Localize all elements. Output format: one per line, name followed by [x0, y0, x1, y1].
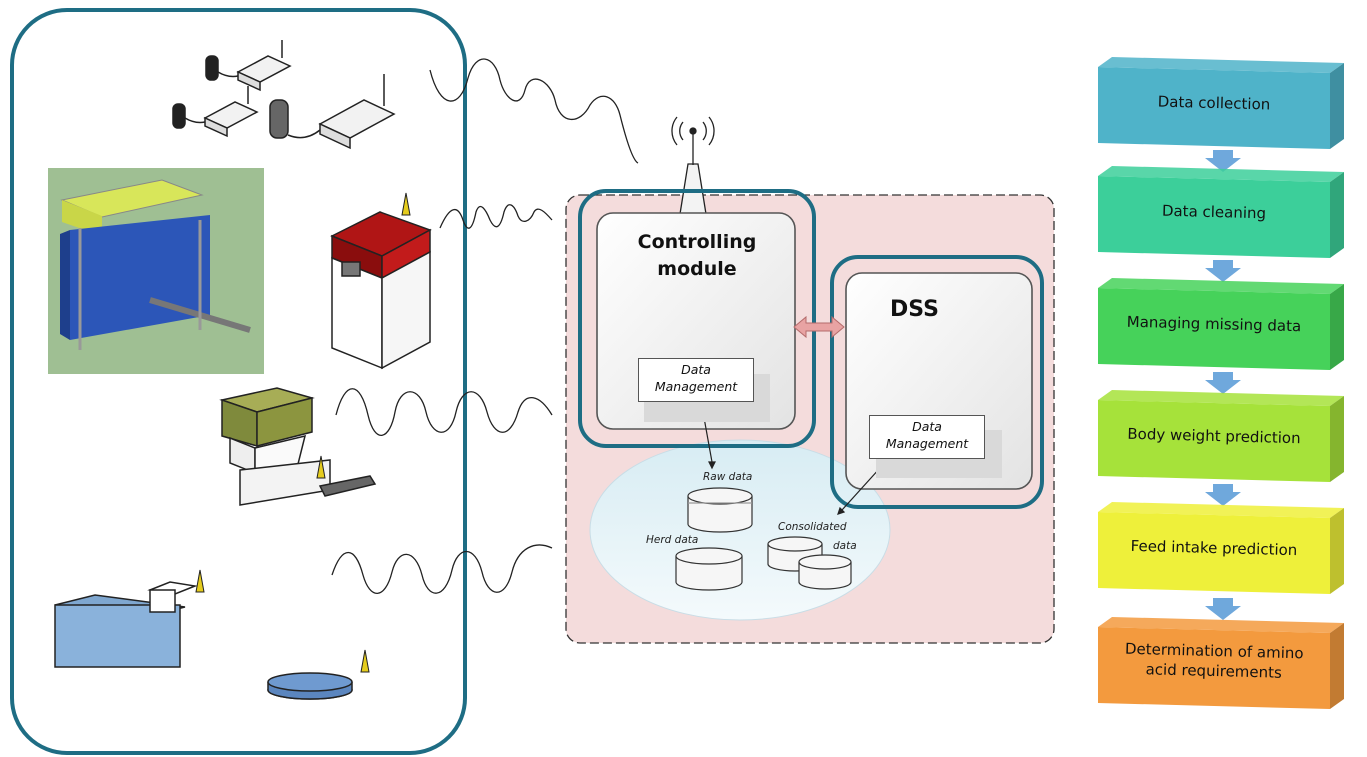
raw-data-label: Raw data [703, 471, 753, 483]
weighing-plate-icon [267, 672, 353, 700]
consolidated-label: Consolidated [778, 521, 847, 533]
dss-title: DSS [890, 297, 939, 322]
dss-dm-line1: Data [912, 419, 942, 434]
cm-dm-line2: Management [654, 379, 738, 394]
pipeline-step-6 [1098, 617, 1344, 709]
exchange-arrow [793, 315, 845, 339]
database-cylinders [675, 487, 852, 591]
wireless-link [331, 58, 639, 594]
pipeline-step-1 [1098, 57, 1344, 149]
pipeline-step-label-line1: Managing missing data [1126, 312, 1302, 336]
dss-frame [830, 255, 1044, 509]
feed-hopper-icon [219, 387, 377, 506]
antenna-icon [195, 192, 411, 673]
device-frame [10, 8, 467, 755]
herd-data-label: Herd data [646, 534, 699, 546]
pipeline [1098, 57, 1344, 709]
pipeline-step-5 [1098, 502, 1344, 594]
controlling-module-title-line2: module [657, 258, 737, 280]
pipeline-step-label-line1: Determination of amino [1124, 639, 1304, 663]
cm-data-management: Data Management [638, 358, 754, 402]
pipeline-step-label-line1: Body weight prediction [1127, 424, 1301, 448]
pipeline-step-label-line1: Data collection [1157, 92, 1271, 114]
sensor-gateway-icon [172, 40, 396, 150]
dss-dm-line2: Management [885, 436, 969, 451]
consolidated-label-2: data [833, 540, 857, 552]
pipeline-step-label-line1: Feed intake prediction [1130, 536, 1298, 560]
controlling-module-title-line1: Controlling [637, 231, 757, 253]
pipeline-step-label-line2: acid requirements [1145, 660, 1283, 682]
water-tank-icon [54, 581, 198, 668]
controlling-module-frame [578, 189, 816, 448]
pipeline-step-3 [1098, 278, 1344, 370]
pipeline-step-label-line1: Data cleaning [1161, 201, 1267, 223]
dss-data-management: Data Management [869, 415, 985, 459]
controlling-module-title: Controlling module [612, 229, 782, 283]
feeder-machine-icon [48, 168, 264, 374]
pipeline-step-4 [1098, 390, 1344, 482]
scale-cabinet-icon [330, 211, 432, 370]
pipeline-step-2 [1098, 166, 1344, 258]
cm-dm-line1: Data [681, 362, 711, 377]
pipeline-arrows [1205, 150, 1241, 620]
